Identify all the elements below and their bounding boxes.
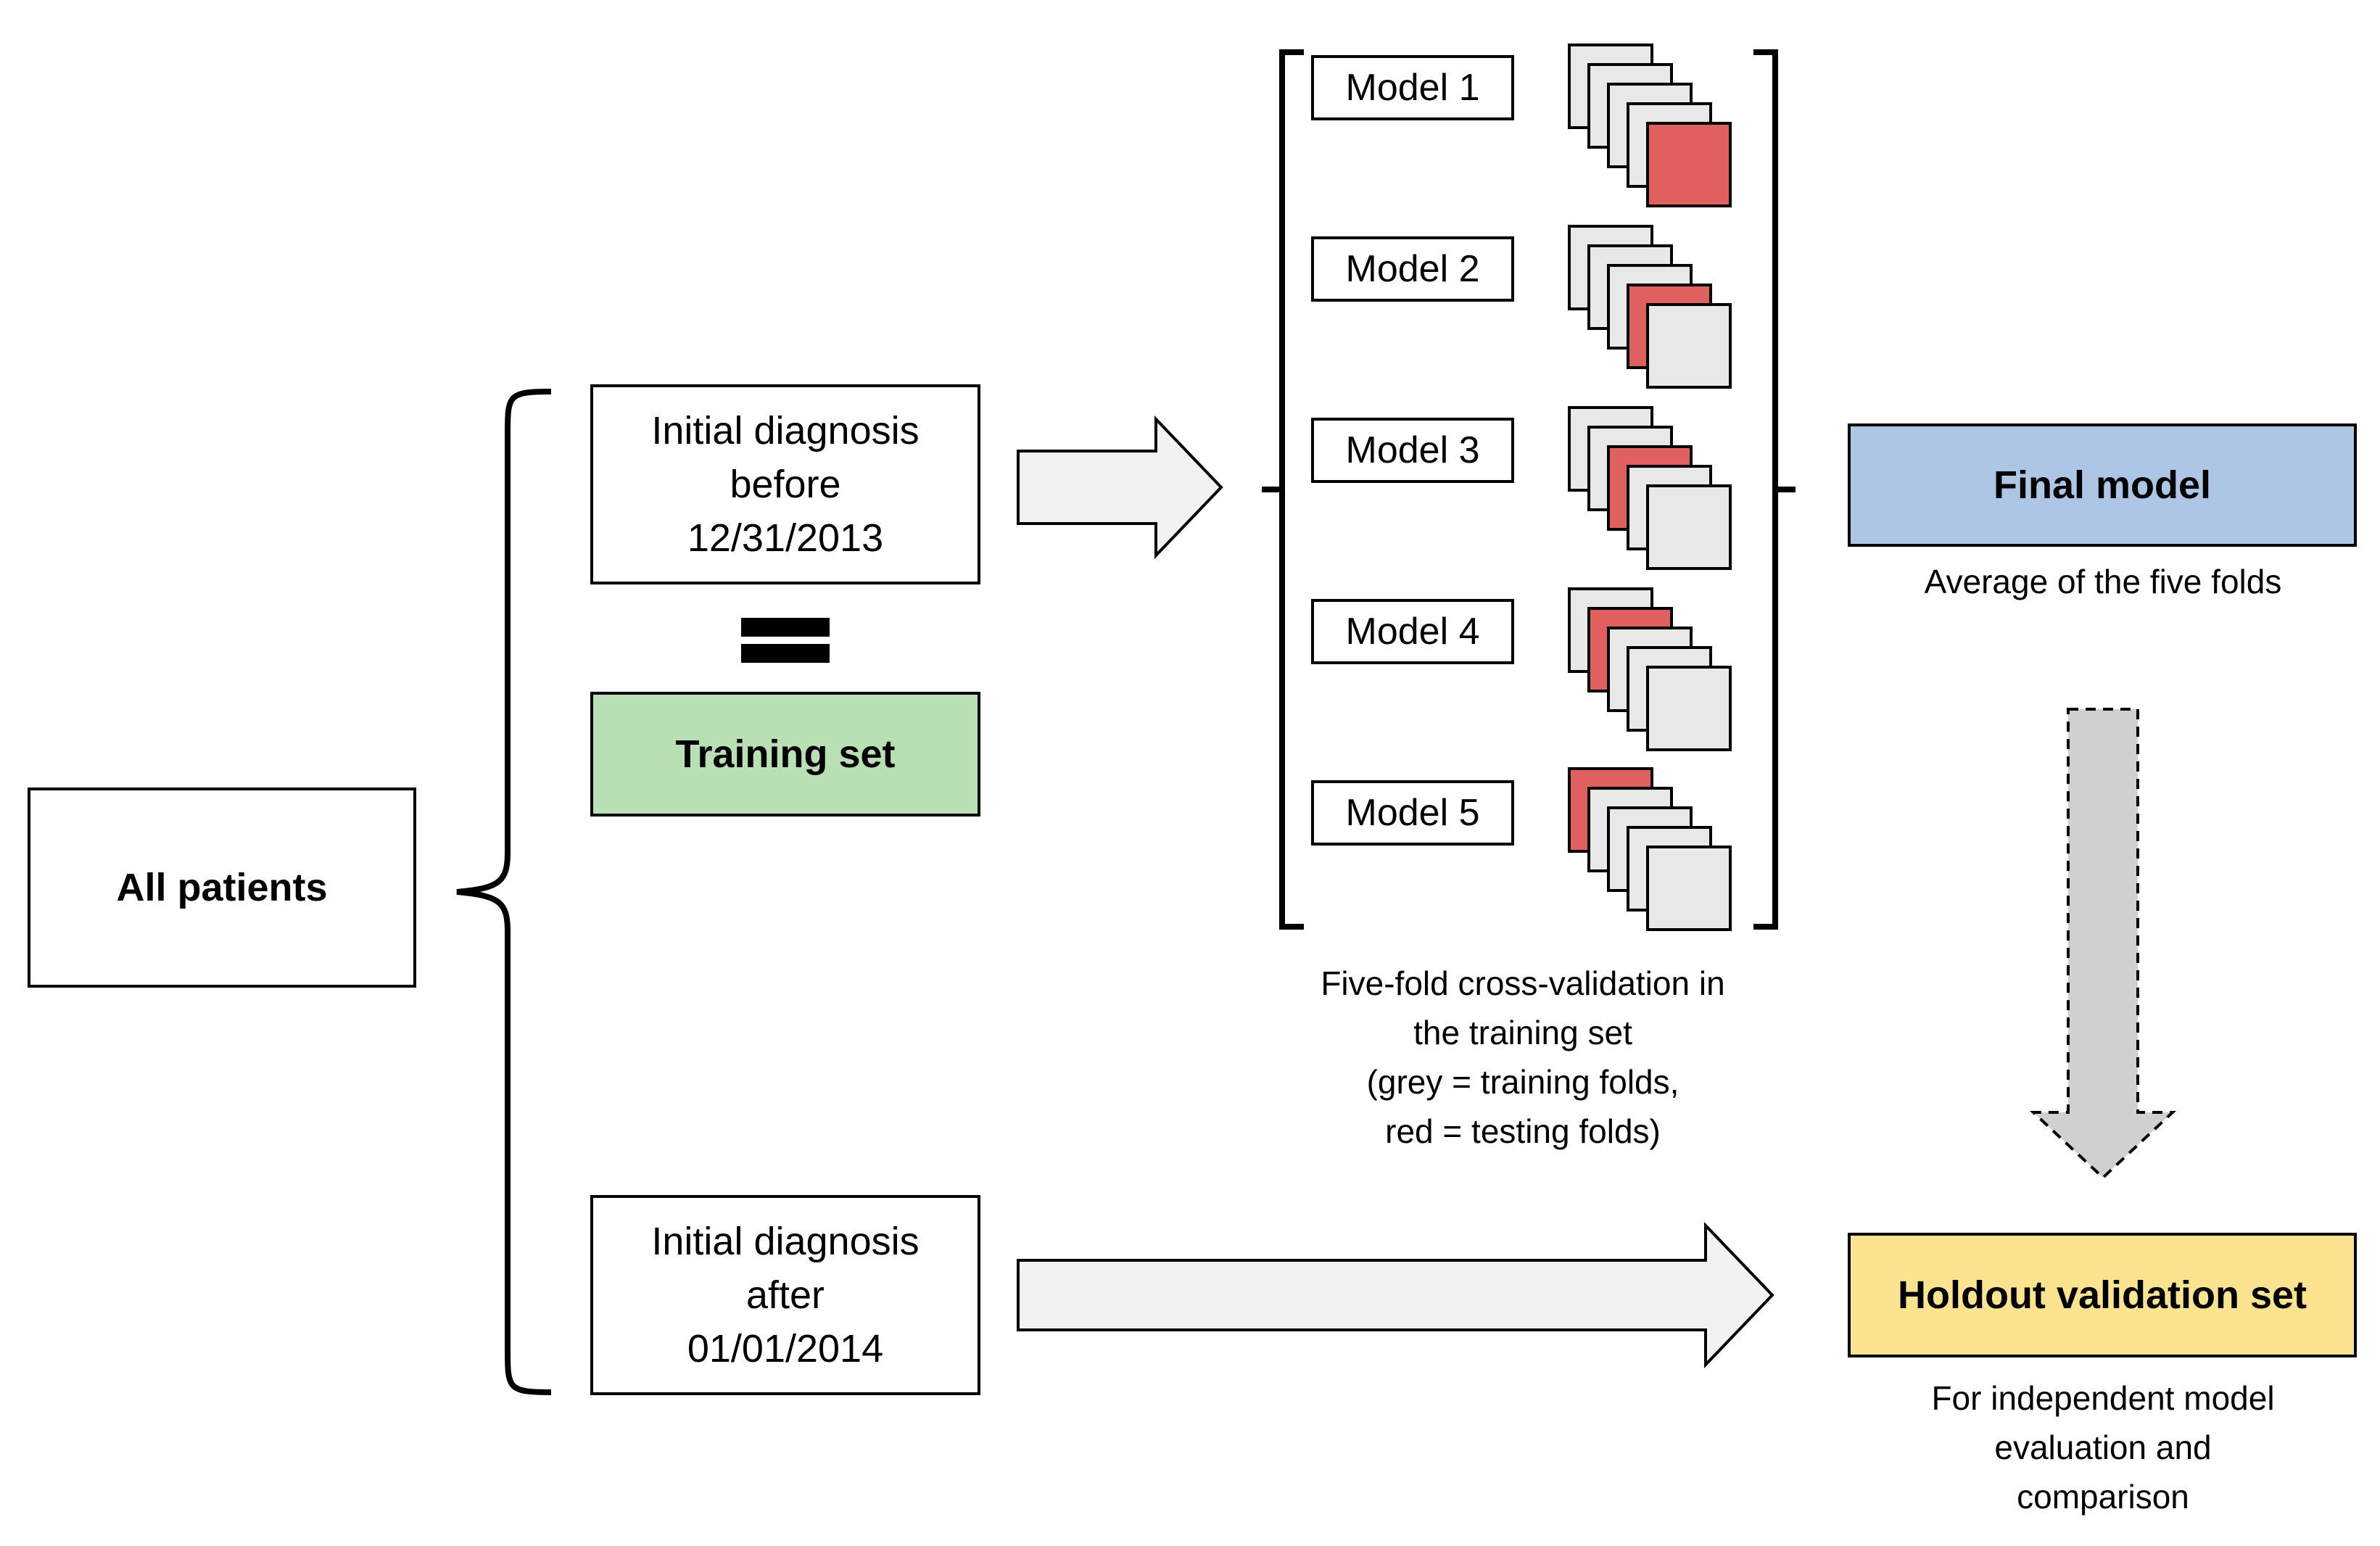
holdout-label: Holdout validation set — [1897, 1273, 2307, 1317]
all-patients-label: All patients — [116, 866, 328, 909]
after-line-1: Initial diagnosis — [651, 1220, 920, 1263]
model-5-box: Model 5 — [1311, 780, 1514, 846]
cross-validation-caption: Five-fold cross-validation in the traini… — [1233, 959, 1813, 1156]
before-line-2: before — [730, 463, 841, 506]
cv-caption-line-2: the training set — [1413, 1014, 1632, 1051]
holdout-validation-box: Holdout validation set — [1848, 1233, 2357, 1357]
after-2014-box: Initial diagnosis after 01/01/2014 — [590, 1195, 980, 1395]
model-4-box: Model 4 — [1311, 599, 1514, 664]
arrow-to-cross-validation — [1017, 416, 1223, 559]
equals-bar-bottom — [741, 644, 830, 663]
equals-bar-top — [741, 618, 830, 637]
training-set-box: Training set — [590, 692, 980, 817]
final-model-caption: Average of the five folds — [1813, 557, 2380, 606]
model-4-fold-5-training — [1646, 666, 1732, 751]
models-bracket-right — [1753, 49, 1796, 930]
before-line-3: 12/31/2013 — [687, 516, 884, 560]
after-line-3: 01/01/2014 — [687, 1327, 884, 1371]
model-3-label: Model 3 — [1345, 429, 1480, 471]
final-model-label: Final model — [1993, 463, 2212, 507]
before-2013-box: Initial diagnosis before 12/31/2013 — [590, 384, 980, 584]
model-2-label: Model 2 — [1345, 248, 1480, 290]
final-model-box: Final model — [1848, 423, 2357, 547]
model-3-fold-5-training — [1646, 484, 1732, 570]
dashed-arrow-final-to-holdout — [2029, 708, 2177, 1180]
final-model-caption-text: Average of the five folds — [1924, 563, 2282, 600]
model-1-label: Model 1 — [1345, 67, 1480, 109]
folds-layer — [1568, 44, 1732, 931]
all-patients-brace — [456, 389, 552, 1395]
all-patients-box: All patients — [28, 788, 416, 988]
holdout-caption: For independent model evaluation and com… — [1813, 1373, 2380, 1521]
model-4-label: Model 4 — [1345, 611, 1480, 653]
model-1-box: Model 1 — [1311, 55, 1514, 120]
before-line-1: Initial diagnosis — [651, 409, 920, 452]
model-3-box: Model 3 — [1311, 418, 1514, 483]
model-5-fold-5-training — [1646, 846, 1732, 931]
model-2-box: Model 2 — [1311, 236, 1514, 302]
models-bracket-left — [1262, 49, 1304, 930]
after-line-2: after — [745, 1273, 825, 1317]
cv-caption-line-1: Five-fold cross-validation in — [1321, 964, 1725, 1002]
holdout-caption-line-2: evaluation and — [1994, 1429, 2212, 1466]
holdout-caption-line-1: For independent model — [1931, 1379, 2275, 1417]
training-set-label: Training set — [675, 732, 896, 776]
model-1-fold-5-testing — [1646, 122, 1732, 207]
model-2-fold-5-training — [1646, 303, 1732, 389]
cv-caption-line-3: (grey = training folds, — [1366, 1063, 1679, 1101]
cv-caption-line-4: red = testing folds) — [1385, 1112, 1661, 1150]
holdout-caption-line-3: comparison — [2017, 1478, 2189, 1516]
arrow-to-holdout — [1017, 1222, 1774, 1368]
model-5-label: Model 5 — [1345, 792, 1480, 834]
